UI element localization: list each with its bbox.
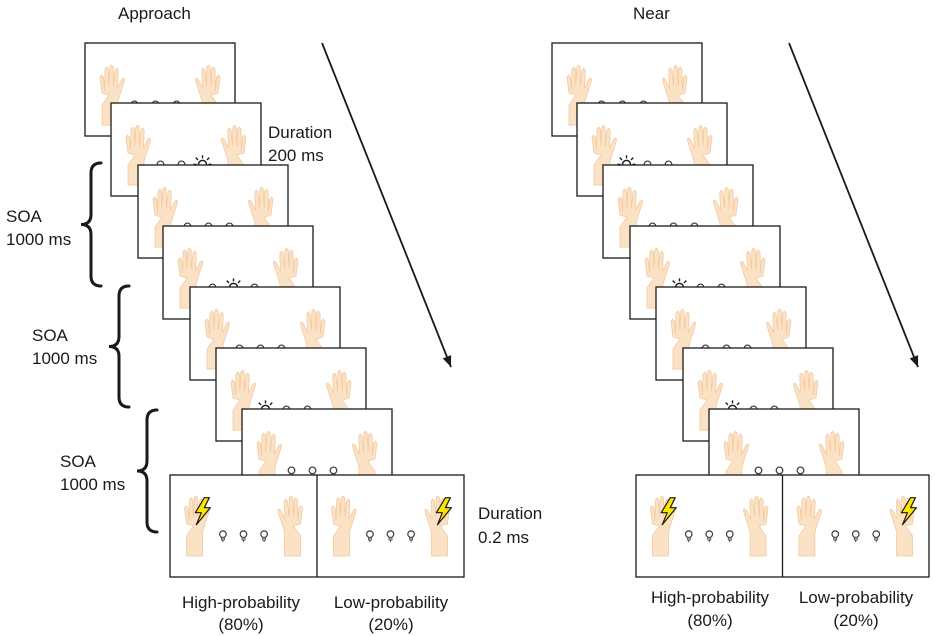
near-outcome-frame [635, 474, 930, 578]
near-low-label: Low-probability [798, 588, 914, 607]
approach-title: Approach [118, 4, 191, 23]
near-time-arrow [788, 42, 919, 368]
near-high-pct: (80%) [687, 611, 733, 630]
approach-high-label: High-probability [181, 593, 301, 612]
near-low-pct: (20%) [833, 611, 879, 630]
approach-outcome-frame [169, 474, 465, 578]
approach-high-pct: (80%) [218, 615, 264, 634]
duration-label-top: Duration [268, 123, 333, 142]
soa-brace-1 [80, 161, 103, 288]
near-high-label: High-probability [650, 588, 770, 607]
approach-time-arrow [321, 42, 452, 368]
approach-low-label: Low-probability [333, 593, 449, 612]
soa-value-3: 1000 ms [60, 475, 126, 494]
soa-label-2: SOA [32, 326, 68, 345]
soa-label-1: SOA [6, 207, 42, 226]
soa-label-3: SOA [60, 452, 96, 471]
soa-brace-3 [136, 408, 159, 534]
duration-label-bottom: Duration [478, 504, 543, 523]
near-title: Near [633, 4, 670, 23]
duration-value-bottom: 0.2 ms [478, 528, 530, 547]
duration-value-top: 200 ms [268, 146, 324, 165]
soa-value-2: 1000 ms [32, 349, 98, 368]
soa-brace-2 [108, 284, 131, 409]
approach-low-pct: (20%) [368, 615, 414, 634]
soa-value-1: 1000 ms [6, 230, 72, 249]
